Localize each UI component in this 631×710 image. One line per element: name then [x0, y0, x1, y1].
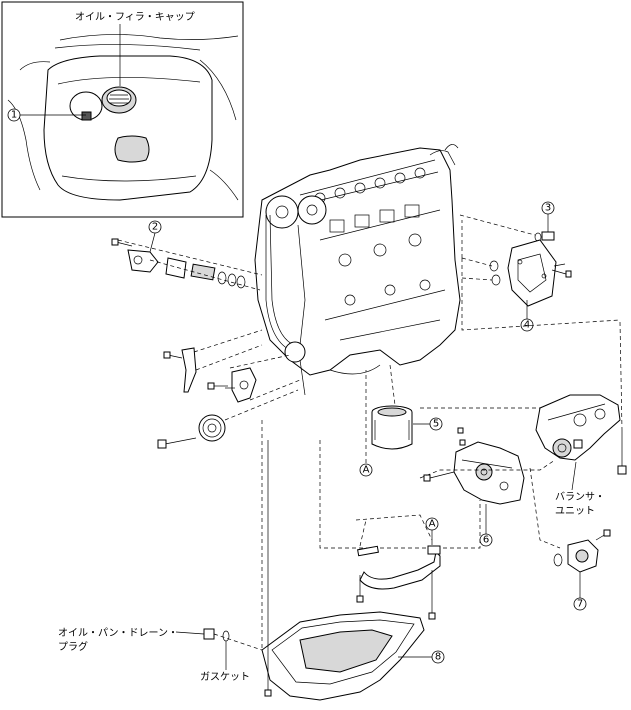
chain-tensioner-parts: 2: [111, 220, 263, 291]
balancer-unit-label-1: バランサ・: [555, 491, 605, 503]
balancer-unit-parts: バランサ・ ユニット: [420, 258, 627, 517]
drain-plug-parts: オイル・パン・ドレーン・ プラグ ガスケット: [58, 627, 263, 683]
cover-plate-parts: 4: [461, 220, 572, 332]
oil-level-gauge-drawing: [69, 91, 103, 121]
callout-4: 4: [524, 320, 530, 331]
gasket-label: ガスケット: [200, 671, 250, 683]
callout-5: 5: [433, 419, 439, 430]
chain-guide-parts: [157, 329, 301, 449]
callout-2: 2: [152, 222, 158, 233]
oil-filler-cap-label: オイル・フィラ・キャップ: [75, 11, 195, 23]
oil-pan-parts: 8: [261, 420, 445, 701]
drain-plug-label-2: プラグ: [58, 640, 88, 653]
drain-plug-label-1: オイル・パン・ドレーン・: [58, 627, 178, 639]
oil-filler-cap-drawing: [101, 86, 137, 114]
oil-pressure-switch-parts: 3: [459, 201, 555, 242]
oil-pump-parts: 6: [319, 427, 561, 549]
ref-a-left: A: [363, 465, 370, 476]
callout-6: 6: [483, 535, 489, 546]
ref-a-right: A: [429, 519, 436, 530]
inset-detail: オイル・フィラ・キャップ 1: [1, 1, 244, 218]
oil-pump-cover-parts: 7: [553, 529, 611, 611]
balancer-unit-label-2: ユニット: [555, 506, 595, 517]
callout-8: 8: [435, 652, 441, 663]
engine-assembly: [254, 144, 461, 396]
oil-filter-parts: 5 A: [359, 364, 443, 477]
callout-1: 1: [11, 110, 17, 121]
ref-a-left-circle: [359, 463, 373, 477]
callout-3: 3: [545, 203, 551, 214]
callout-7: 7: [577, 599, 583, 610]
oil-strainer-parts: A: [355, 514, 441, 620]
